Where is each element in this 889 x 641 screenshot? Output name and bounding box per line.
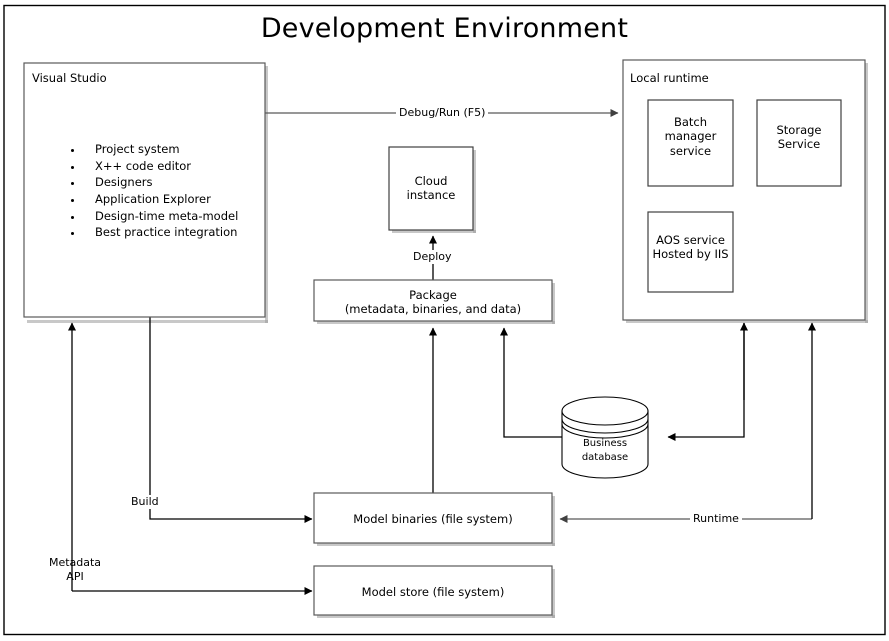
local-runtime-title: Local runtime	[630, 71, 709, 85]
cloud-instance-box	[388, 146, 474, 231]
package-box	[313, 279, 553, 322]
batch-manager-service-box	[647, 99, 734, 187]
visual-studio-title: Visual Studio	[32, 71, 107, 85]
page-title: Development Environment	[260, 13, 629, 44]
business-database-cylinder	[561, 396, 649, 479]
list-item: Best practice integration	[83, 224, 283, 241]
edge-label-build: Build	[128, 495, 162, 509]
model-store-box	[313, 565, 553, 616]
list-item: Designers	[83, 174, 283, 191]
edge-label-runtime: Runtime	[690, 512, 742, 526]
connector-database-to-package	[499, 327, 562, 438]
connector-build	[149, 317, 313, 524]
list-item: Project system	[83, 141, 283, 158]
connector-runtime-to-database	[667, 323, 745, 442]
edge-label-debug-run: Debug/Run (F5)	[396, 106, 489, 120]
package-label: Package (metadata, binaries, and data)	[344, 288, 522, 317]
edge-label-deploy: Deploy	[410, 250, 455, 264]
aos-service-box	[647, 211, 734, 293]
cloud-instance-label: Cloud instance	[406, 174, 456, 203]
aos-service-label: AOS service Hosted by IIS	[652, 233, 729, 262]
visual-studio-feature-list: Project system X++ code editor Designers…	[66, 141, 283, 241]
outer-frame	[3, 4, 886, 636]
list-item: Application Explorer	[83, 191, 283, 208]
model-binaries-label: Model binaries (file system)	[353, 512, 513, 526]
edge-label-metadata-api: Metadata API	[48, 556, 102, 583]
visual-studio-box	[23, 62, 266, 318]
storage-service-box	[756, 99, 842, 187]
batch-manager-service-label: Batch manager service	[664, 115, 717, 158]
list-item: Design-time meta-model	[83, 208, 283, 225]
storage-service-label: Storage Service	[776, 123, 822, 152]
business-database-label: Business database	[581, 438, 629, 463]
model-binaries-box	[313, 492, 553, 544]
model-store-label: Model store (file system)	[361, 585, 505, 599]
list-item: X++ code editor	[83, 158, 283, 175]
